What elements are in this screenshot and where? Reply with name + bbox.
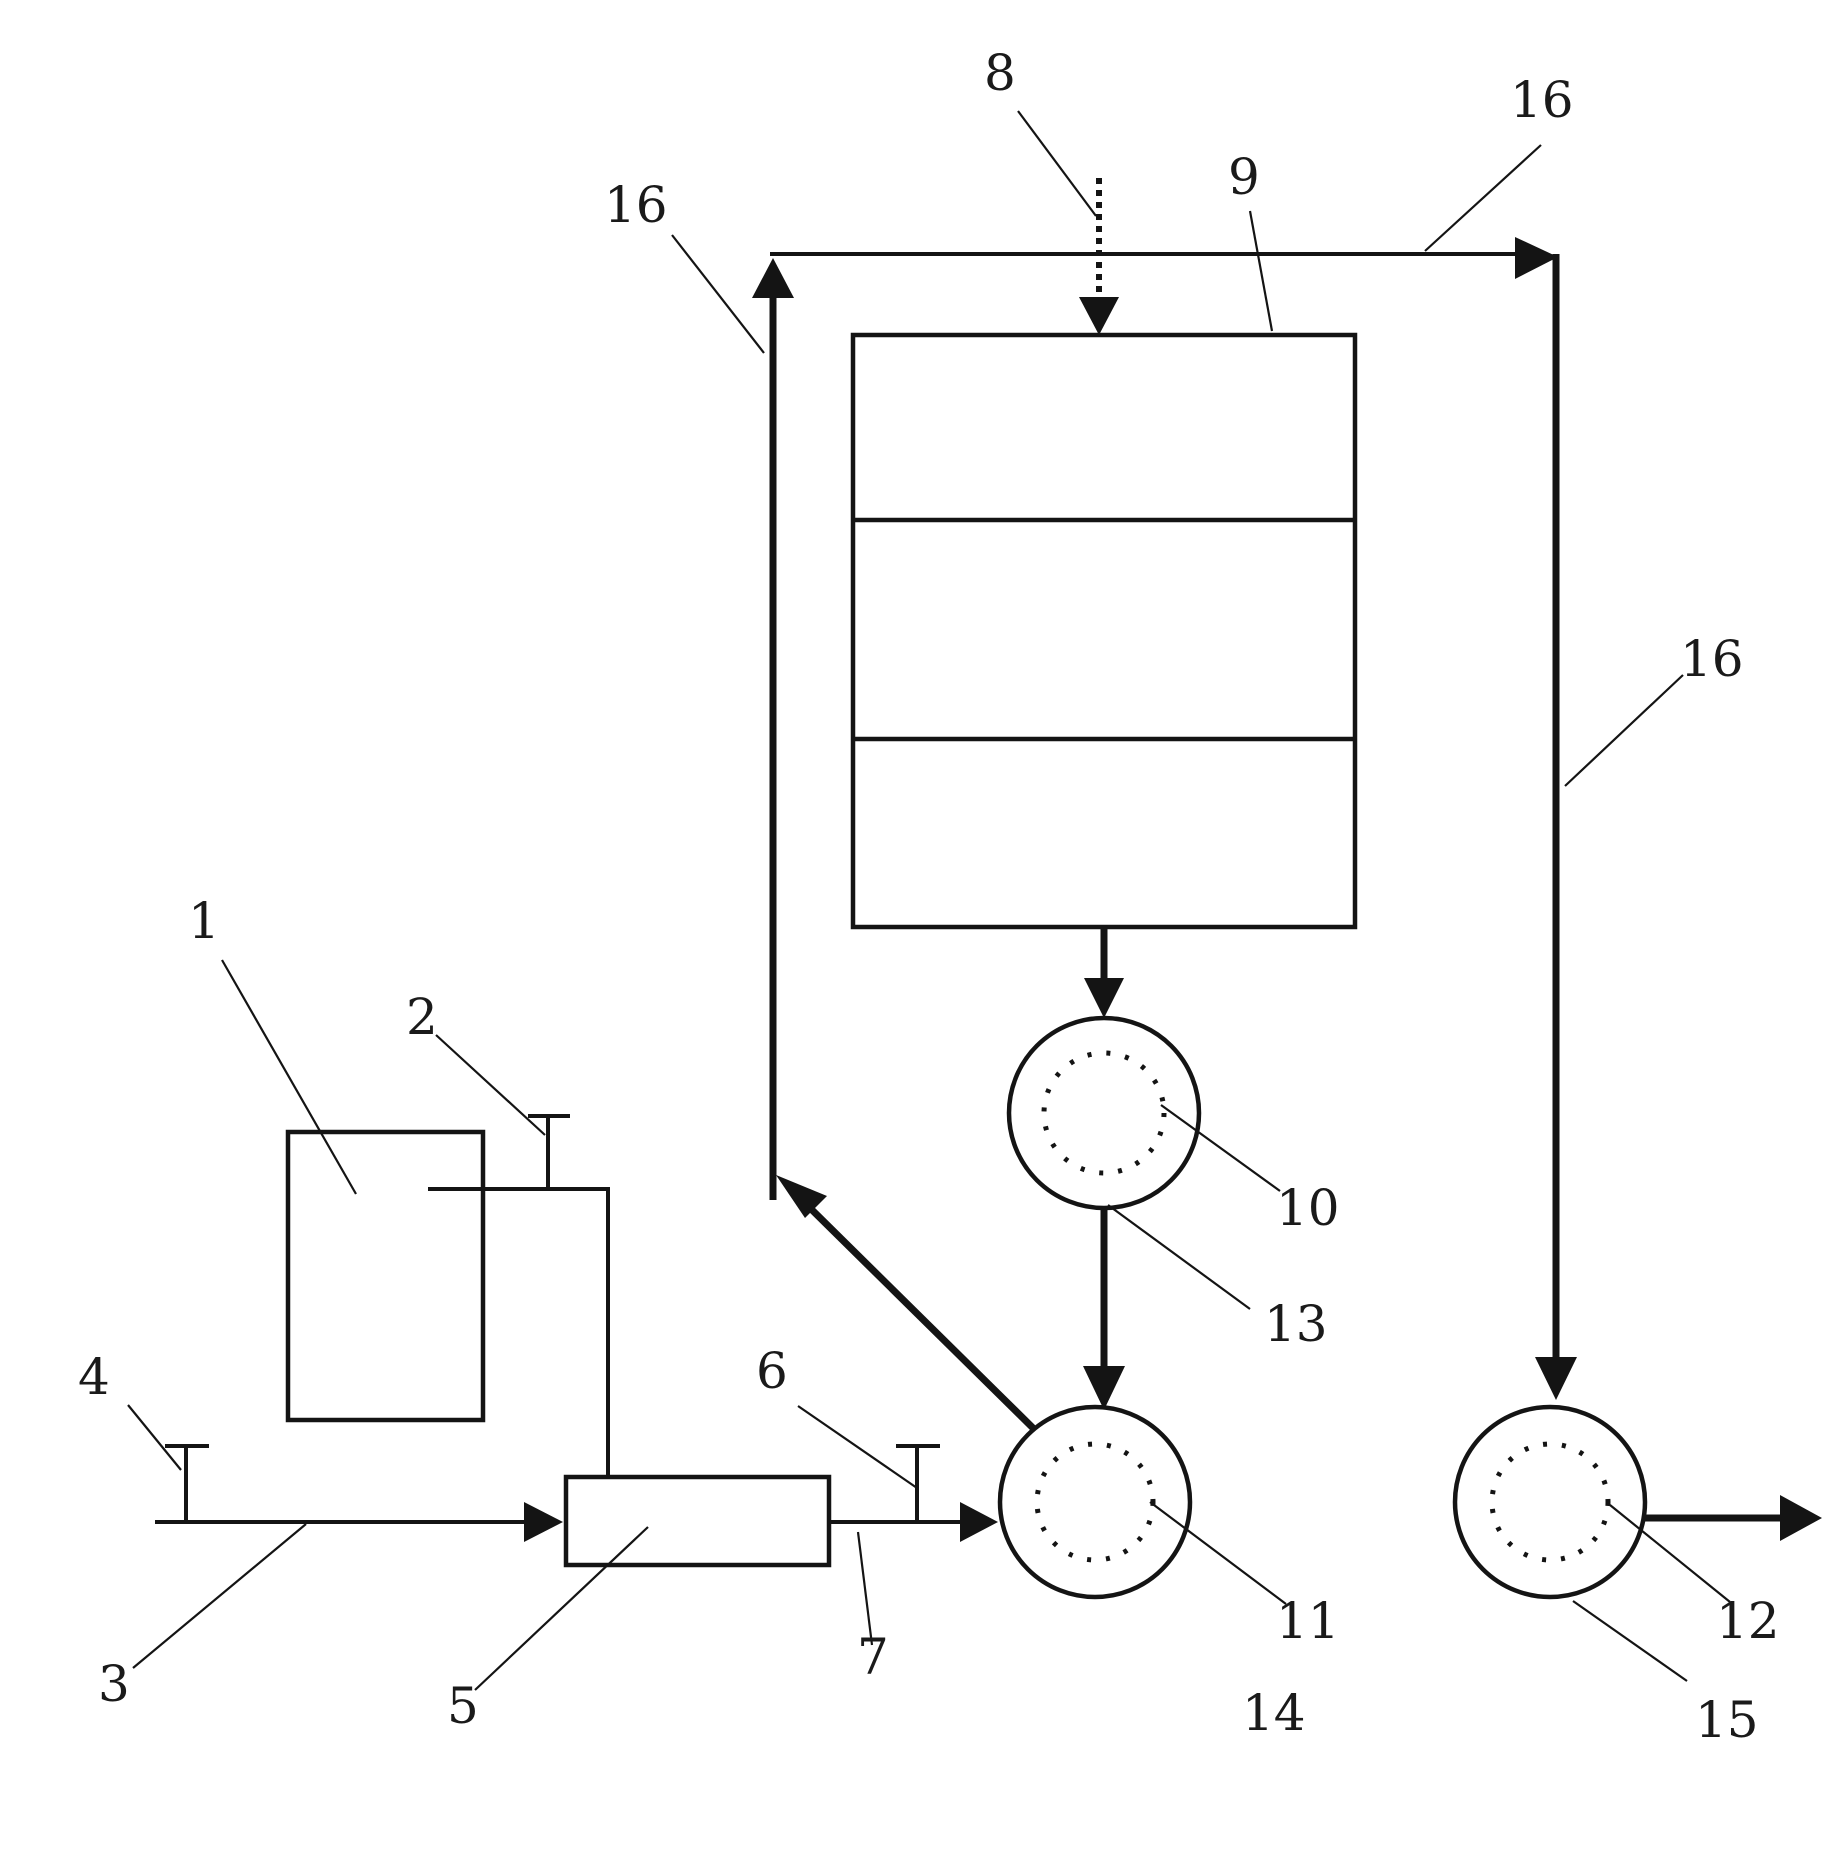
label-4: 4	[78, 1348, 110, 1406]
label-2: 2	[406, 988, 438, 1046]
label-16-right: 16	[1680, 630, 1744, 688]
label-13: 13	[1264, 1295, 1328, 1353]
label-3: 3	[98, 1655, 130, 1713]
valve-6	[896, 1444, 940, 1522]
label-12: 12	[1716, 1592, 1780, 1650]
internal-11	[1034, 1441, 1156, 1563]
recycle-top-arrow	[1515, 237, 1558, 279]
label-5: 5	[447, 1677, 479, 1735]
valve-4	[165, 1444, 209, 1522]
label-7: 7	[857, 1628, 889, 1686]
leader-lines	[127, 110, 1731, 1691]
mixer-5	[563, 1474, 832, 1568]
recycle-down-arrow	[1535, 1357, 1577, 1400]
tank-outlet-pipe	[428, 1187, 610, 1478]
inlet-arrow	[524, 1502, 563, 1542]
label-8: 8	[984, 44, 1016, 102]
label-6: 6	[756, 1342, 788, 1400]
reactor-outlet-arrow	[1084, 978, 1124, 1018]
reactor-9	[850, 332, 1358, 930]
tank-15	[1452, 1404, 1648, 1600]
pipe-7-arrow	[960, 1502, 998, 1542]
outlet-arrow	[1780, 1495, 1822, 1541]
internal-10	[1041, 1050, 1167, 1176]
valve-2	[528, 1114, 570, 1189]
recycle-diagonal	[803, 1201, 1036, 1431]
tank-1	[285, 1129, 486, 1423]
label-11: 11	[1276, 1592, 1340, 1650]
recycle-diagonal-arrow	[776, 1175, 827, 1218]
label-1: 1	[188, 892, 220, 950]
label-14: 14	[1242, 1684, 1306, 1742]
label-16-left: 16	[604, 176, 668, 234]
label-16-top: 16	[1510, 71, 1574, 129]
tank-14	[997, 1404, 1193, 1600]
label-9: 9	[1228, 148, 1260, 206]
pipe-13-to-14-arrow	[1083, 1366, 1125, 1410]
label-10: 10	[1276, 1179, 1340, 1237]
internal-12	[1489, 1441, 1611, 1563]
label-15: 15	[1695, 1691, 1759, 1749]
recycle-up-arrow	[752, 258, 794, 298]
feed-8-arrow	[1079, 297, 1119, 335]
